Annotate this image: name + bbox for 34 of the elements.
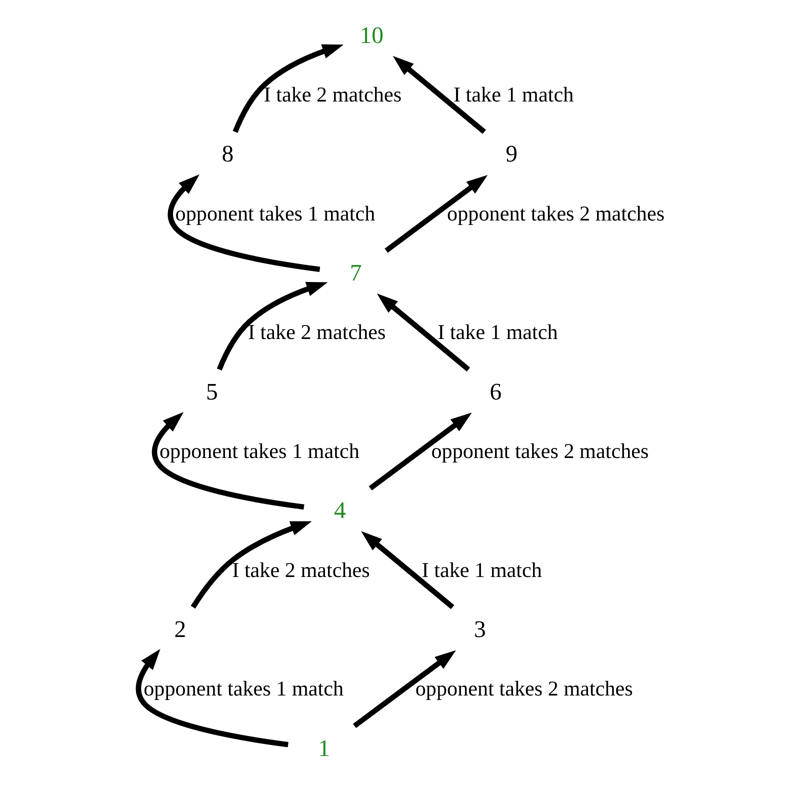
node-text: 3: [473, 616, 486, 643]
arrow: [216, 282, 328, 370]
node-text: 1: [318, 736, 330, 762]
edge-label: I take 2 matches: [247, 320, 386, 344]
edge-label: opponent takes 2 matches: [446, 201, 664, 226]
node-text: 9: [505, 142, 518, 168]
edge-label: opponent takes 2 matches: [430, 438, 648, 463]
arrow: [151, 412, 304, 510]
arrow: [392, 56, 486, 134]
node-text: 5: [205, 379, 218, 406]
edge-label: I take 1 match: [452, 82, 574, 106]
node-text: 6: [489, 379, 502, 406]
edge-label: I take 2 matches: [232, 558, 370, 582]
arrow: [167, 174, 320, 272]
arrow: [352, 650, 456, 728]
arrow: [232, 44, 344, 133]
node-text: 4: [334, 498, 346, 524]
node-text: 10: [359, 22, 384, 49]
edge-label: opponent takes 2 matches: [414, 676, 632, 701]
edge-label: I take 1 match: [437, 320, 558, 344]
arrow: [135, 648, 288, 748]
edge-label: opponent takes 1 match: [174, 201, 375, 226]
edge-label: I take 2 matches: [263, 82, 402, 106]
arrow: [368, 412, 472, 490]
arrow: [190, 521, 312, 609]
arrow: [384, 175, 488, 253]
edge-label: opponent takes 1 match: [158, 438, 359, 463]
node-text: 2: [174, 616, 186, 643]
edge-label: I take 1 match: [421, 558, 542, 582]
edge-label: opponent takes 1 match: [143, 676, 344, 701]
arrow: [376, 294, 470, 372]
node-text: 7: [349, 260, 362, 286]
node-text: 8: [221, 142, 234, 168]
arrow: [360, 531, 454, 610]
